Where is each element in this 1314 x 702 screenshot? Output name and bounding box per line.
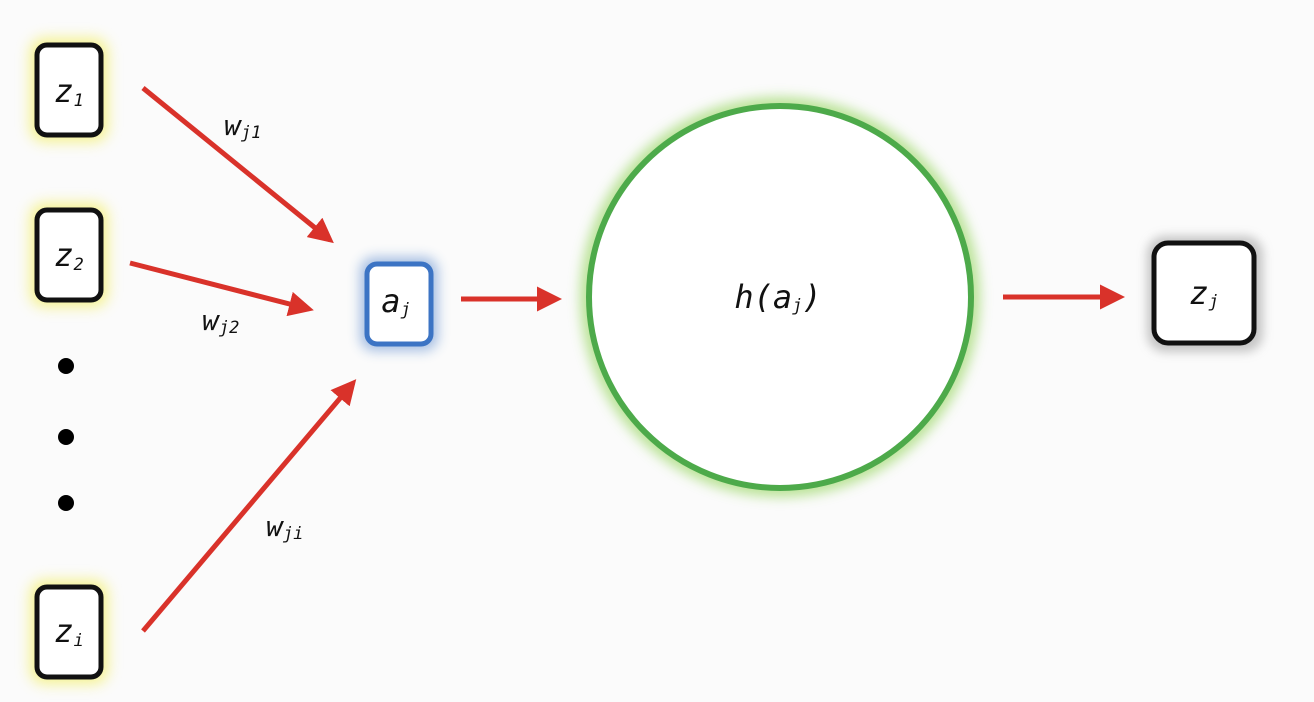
ellipsis-dots	[58, 358, 74, 511]
arrow-zi-to-aj	[141, 379, 357, 633]
arrow-z1-to-aj	[141, 86, 334, 244]
activation-node: h(aj)	[580, 97, 980, 497]
sum-node-base: a	[381, 282, 400, 320]
output-base: z	[1189, 274, 1208, 312]
input-z1-base: z	[54, 72, 73, 110]
svg-text:z2: z2	[54, 236, 84, 275]
output-sub: j	[1209, 292, 1219, 312]
weight-label-wj2: wj2	[202, 304, 239, 338]
activation-suffix: )	[802, 278, 821, 316]
arrow-z2-to-aj	[129, 260, 314, 317]
svg-text:z1: z1	[54, 72, 84, 111]
activation-base: a	[773, 278, 792, 316]
svg-text:h(aj): h(aj)	[734, 278, 821, 316]
input-z1-sub: 1	[74, 91, 84, 111]
output-node-zj: zj	[1147, 236, 1263, 352]
activation-prefix: h(	[734, 278, 773, 316]
activation-sub: j	[792, 296, 802, 316]
input-zi-sub: i	[74, 631, 84, 651]
svg-text:zj: zj	[1189, 274, 1219, 312]
input-z2-sub: 2	[74, 255, 84, 275]
weight-label-wji: wji	[266, 510, 303, 544]
sum-node-aj: aj	[360, 257, 438, 351]
svg-text:aj: aj	[381, 282, 411, 320]
input-zi-base: z	[54, 612, 73, 650]
input-node-z2: z2	[30, 203, 108, 307]
input-node-z1: z1	[30, 38, 108, 142]
sum-node-sub: j	[401, 300, 411, 320]
svg-text:zi: zi	[54, 612, 84, 651]
input-node-zi: zi	[30, 580, 108, 684]
weight-label-wj1: wj1	[224, 109, 261, 143]
input-z2-base: z	[54, 236, 73, 274]
